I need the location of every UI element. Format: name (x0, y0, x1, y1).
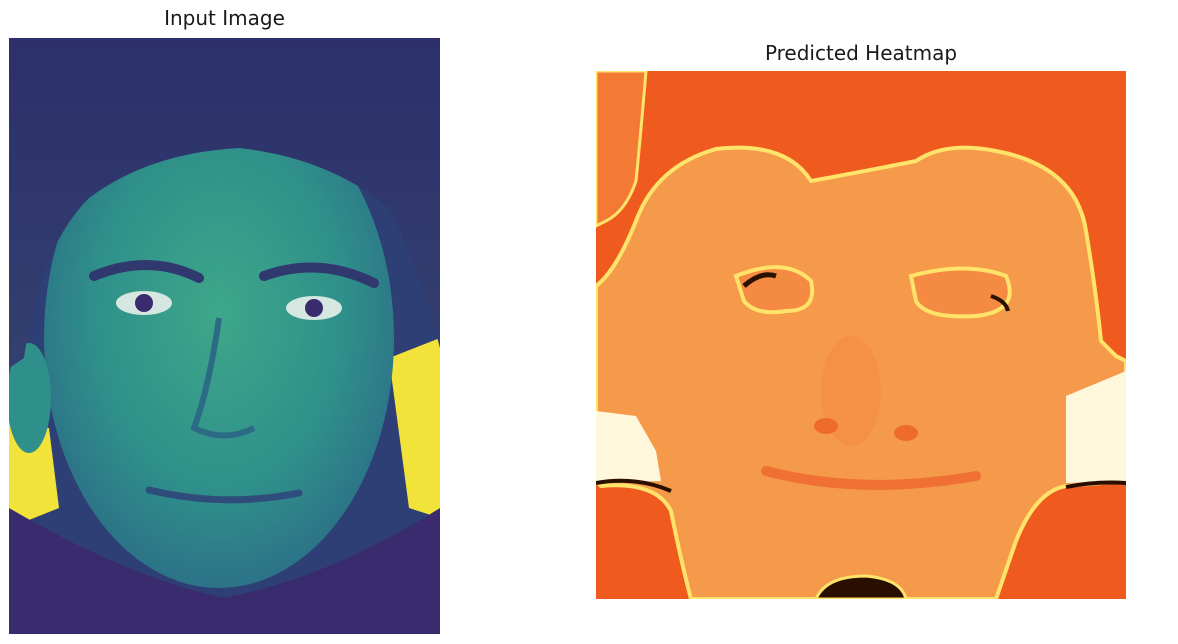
input-image-canvas (9, 38, 440, 634)
predicted-heatmap (596, 71, 1126, 599)
input-image (9, 38, 440, 634)
input-image-title: Input Image (164, 6, 285, 30)
predicted-heatmap-title: Predicted Heatmap (764, 41, 958, 65)
predicted-heatmap-canvas (596, 71, 1126, 599)
